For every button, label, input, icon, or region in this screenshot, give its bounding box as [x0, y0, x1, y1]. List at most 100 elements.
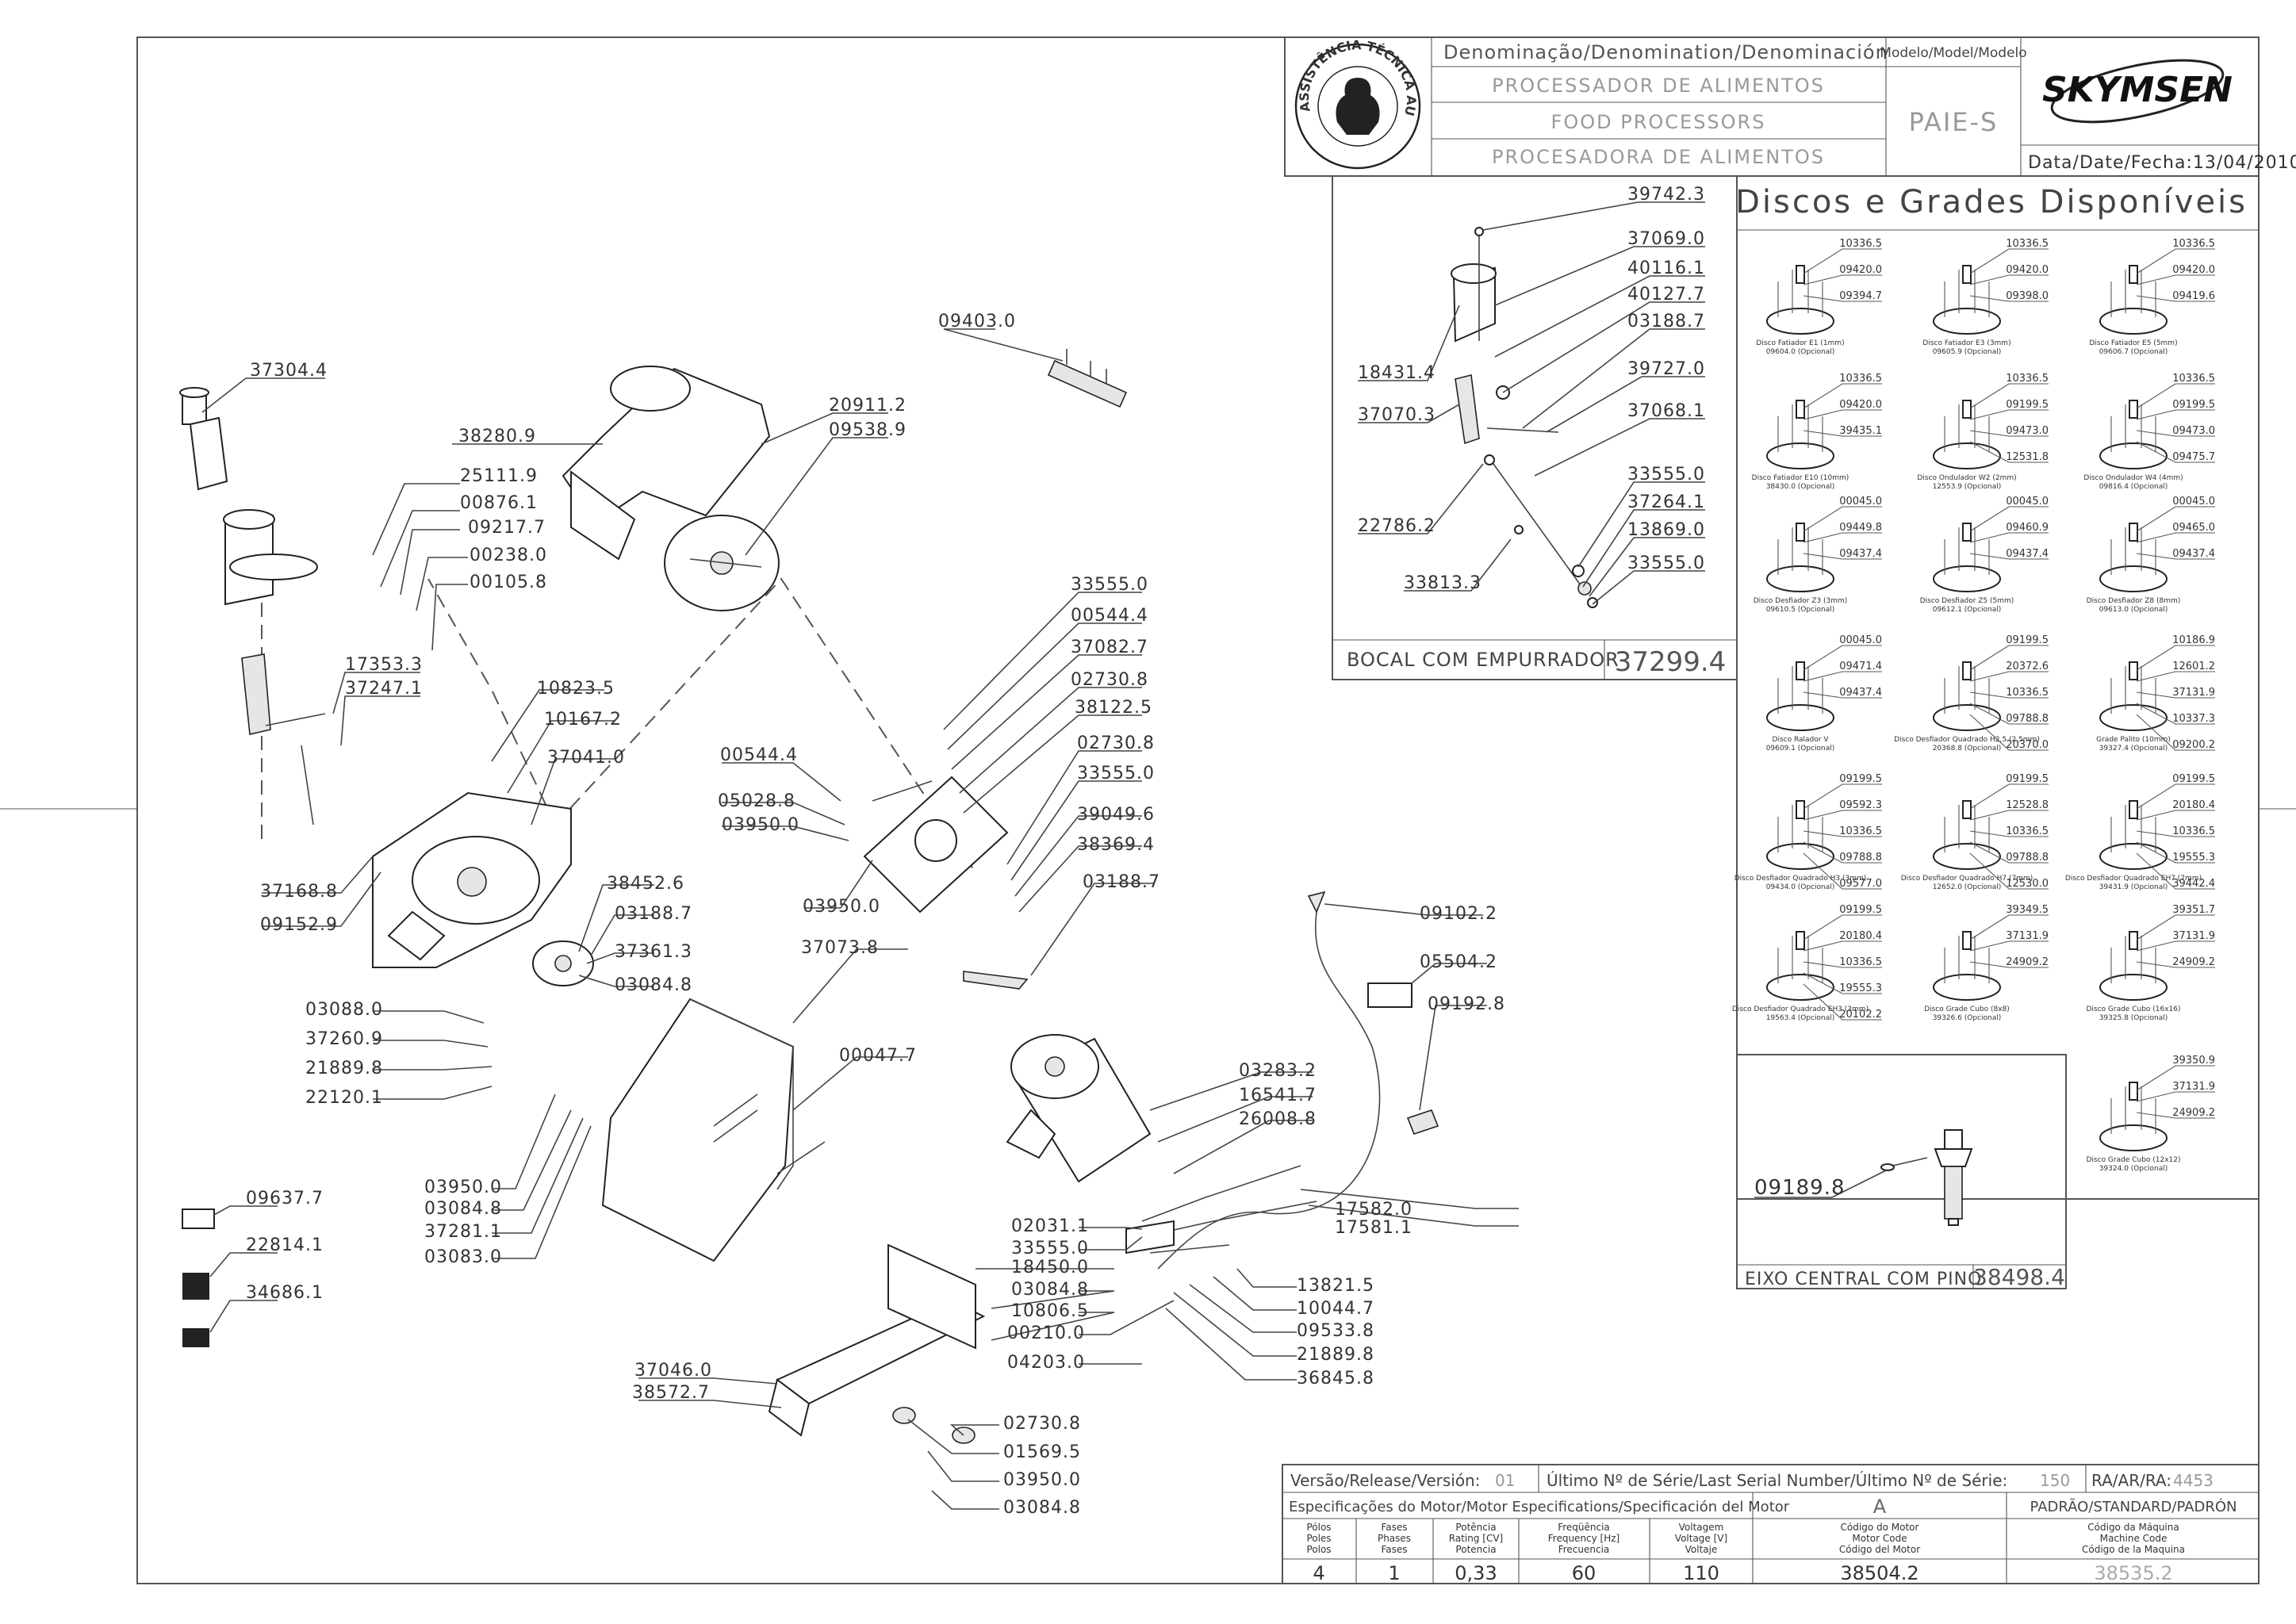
disc-part-label: 09592.3 [1839, 799, 1882, 811]
serial-value: 150 [2040, 1471, 2070, 1490]
disc-leader [1803, 274, 1882, 285]
label-03084-8a: 03084.8 [615, 975, 692, 995]
label-36845-8: 36845.8 [1297, 1369, 1374, 1388]
label-03950-0d: 03950.0 [1003, 1470, 1081, 1490]
disc-leader [1803, 940, 1882, 952]
label-00544-4b: 00544.4 [720, 745, 798, 765]
label-10806-5: 10806.5 [1011, 1301, 1089, 1321]
disc-caption: Grade Palito (10mm) [2096, 736, 2171, 744]
label-09189-8: 09189.8 [1754, 1176, 1846, 1200]
label-39727-0: 39727.0 [1627, 359, 1705, 379]
disc-part-label: 10336.5 [1839, 373, 1882, 385]
disc-caption: 39327.4 (Opcional) [2099, 745, 2168, 753]
label-00105-8: 00105.8 [470, 573, 547, 592]
terminal-block [1125, 1220, 1175, 1254]
disc-part-label: 00045.0 [2006, 496, 2049, 508]
disc-part-label: 09420.0 [1839, 399, 1882, 411]
disc-leader [1803, 983, 1882, 1021]
spec-column-header: Voltage [V] [1675, 1533, 1727, 1544]
disc-leader [2136, 274, 2215, 285]
label-03084-8c: 03084.8 [1011, 1280, 1089, 1300]
variant-letter: A [1873, 1496, 1887, 1518]
disc-part-label: 12531.8 [2006, 451, 2049, 463]
disc-part-label: 09788.8 [1839, 852, 1882, 864]
spec-column-header: Poles [1306, 1533, 1331, 1544]
label-03084-8b: 03084.8 [424, 1199, 502, 1219]
disc-part-label: 12601.2 [2172, 661, 2215, 672]
disc-drawing [1933, 974, 2001, 1001]
disc-caption: Disco Fatiador E3 (3mm) [1922, 339, 2010, 347]
label-00238-0: 00238.0 [470, 546, 547, 565]
disc-shaft [1777, 270, 1823, 317]
disc-drawing [2099, 974, 2168, 1001]
label-02730-8b: 02730.8 [1077, 733, 1155, 753]
label-04203-0: 04203.0 [1007, 1353, 1085, 1373]
disc-part-label: 39442.4 [2172, 878, 2215, 890]
label-00876-1: 00876.1 [460, 493, 538, 513]
model-name: PAIE-S [1909, 107, 1999, 137]
disc-caption: Disco Grade Cubo (16x16) [2086, 1005, 2180, 1013]
disc-leader [1803, 506, 1882, 532]
disc-part-label: 10336.5 [2172, 825, 2215, 837]
skymsen-logo: SKYMSEN [2042, 59, 2233, 124]
disc-part-label: 09420.0 [1839, 264, 1882, 276]
disc-leader [2136, 248, 2215, 274]
label-18450-0: 18450.0 [1011, 1258, 1089, 1277]
disc-shaft [1944, 404, 1990, 452]
main-leaders [201, 328, 1519, 1510]
disc-leader [2136, 1112, 2215, 1119]
spec-column-header: Potência [1455, 1522, 1496, 1533]
label-22120-1: 22120.1 [305, 1088, 383, 1108]
disc-hub [1796, 661, 1805, 680]
label-05028-8: 05028.8 [718, 791, 795, 811]
disc-hub [1962, 400, 1972, 419]
disc-part-label: 09788.8 [2006, 713, 2049, 725]
label-39049-6: 39049.6 [1077, 805, 1155, 825]
sticker-34686-1 [182, 1328, 209, 1347]
disc-hub [2129, 661, 2138, 680]
main-exploded-view: 37304.4 38280.9 20911.2 09538.9 09403.0 … [179, 312, 1519, 1518]
disc-leader [1969, 961, 2049, 968]
disc-shaft [1944, 527, 1990, 575]
model-header: Modelo/Model/Modelo [1880, 45, 2026, 61]
leader-09189-8 [1754, 1169, 1888, 1198]
standard-label: PADRÃO/STANDARD/PADRÓN [2030, 1498, 2237, 1515]
disc-shaft [1777, 404, 1823, 452]
disc-part-label: 09199.5 [2006, 773, 2049, 785]
label-05504-2: 05504.2 [1420, 952, 1497, 972]
disc-leader [2136, 295, 2215, 302]
disc-part-label: 09473.0 [2172, 425, 2215, 437]
disc-drawing [1766, 308, 1834, 335]
discs-inset-title: Discos e Grades Disponíveis [1735, 184, 2248, 220]
disc-hub [1962, 661, 1972, 680]
drawing-date: Data/Date/Fecha:13/04/2010 [2028, 153, 2296, 173]
disc-leader [2136, 703, 2215, 725]
label-02031-1: 02031.1 [1011, 1216, 1089, 1236]
label-33555-0c: 33555.0 [1011, 1239, 1089, 1258]
label-26008-8: 26008.8 [1239, 1109, 1317, 1129]
disc-leader [1969, 295, 2049, 302]
disc-leader [1803, 671, 1882, 682]
disc-part-label: 37131.9 [2006, 930, 2049, 942]
ra-value: 4453 [2173, 1471, 2214, 1490]
disc-part-label: 09419.6 [2172, 290, 2215, 302]
disc-leader [1803, 295, 1882, 302]
label-38369-4: 38369.4 [1077, 835, 1155, 855]
disc-leader [2136, 783, 2215, 810]
pulley [532, 940, 594, 986]
cabinet [601, 998, 826, 1262]
disc-cell: 10186.912601.237131.910337.309200.2Grade… [2096, 634, 2215, 753]
disc-part-label: 10336.5 [2006, 238, 2049, 250]
label-03083-0: 03083.0 [424, 1247, 502, 1267]
disc-shaft [1777, 805, 1823, 852]
disc-part-label: 20180.4 [2172, 799, 2215, 811]
disc-part-label: 09437.4 [1839, 687, 1882, 699]
disc-leader [1803, 409, 1882, 420]
label-38280-9: 38280.9 [458, 427, 536, 446]
disc-caption: Disco Desfiador Quadrado H7 (7mm) [1901, 875, 2033, 883]
label-37070-3: 37070.3 [1358, 405, 1435, 425]
disc-part-label: 00045.0 [1839, 496, 1882, 508]
